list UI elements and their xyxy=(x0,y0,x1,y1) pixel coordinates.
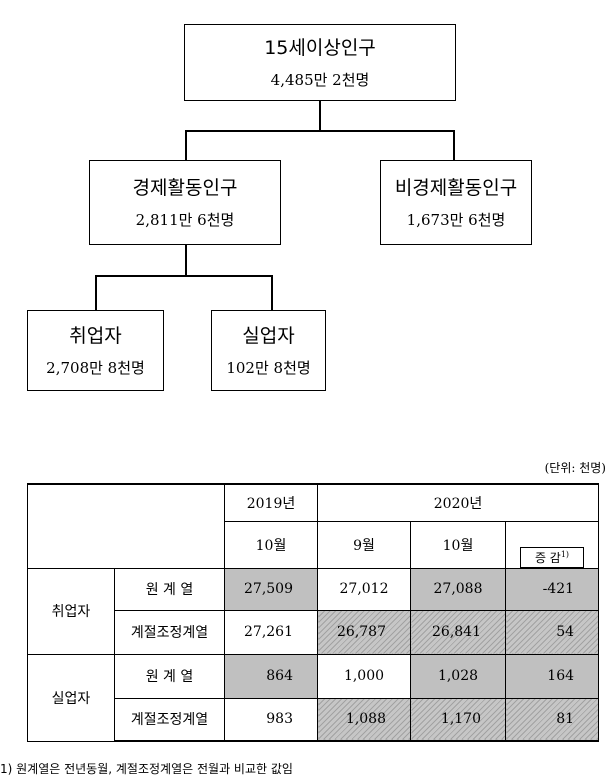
non-active-title: 비경제활동인구 xyxy=(394,176,518,199)
group-label-employed: 취업자 xyxy=(27,567,115,655)
connector-line xyxy=(95,275,272,277)
value-cell: 27,012 xyxy=(317,567,411,611)
header-oct-2020: 10월 xyxy=(410,520,506,569)
value-cell: 1,000 xyxy=(317,653,411,699)
value-cell: 26,787 xyxy=(317,609,411,655)
row-label: 원 계 열 xyxy=(114,653,225,699)
header-year-2019: 2019년 xyxy=(224,483,318,522)
table-corner-cell xyxy=(27,483,225,569)
header-change: 증 감1) xyxy=(519,546,585,568)
connector-line xyxy=(185,245,187,276)
employed-title: 취업자 xyxy=(69,324,122,347)
root-title: 15세이상인구 xyxy=(264,36,376,59)
group-label-unemployed: 실업자 xyxy=(27,653,115,742)
row-label: 계절조정계열 xyxy=(114,609,225,655)
value-cell: 26,841 xyxy=(410,609,506,655)
employed-box: 취업자 2,708만 8천명 xyxy=(27,310,164,391)
econ-active-box: 경제활동인구 2,811만 6천명 xyxy=(89,160,281,245)
value-cell: 1,028 xyxy=(410,653,506,699)
unit-label: (단위: 천명) xyxy=(544,461,606,475)
header-change-cell: 증 감1) xyxy=(504,520,600,569)
connector-line xyxy=(185,130,187,160)
value-cell: -421 xyxy=(504,567,600,611)
connector-line xyxy=(319,101,321,131)
value-cell: 1,170 xyxy=(410,697,506,742)
value-cell: 164 xyxy=(504,653,600,699)
econ-active-title: 경제활동인구 xyxy=(132,176,238,199)
employed-value: 2,708만 8천명 xyxy=(46,358,145,377)
value-cell: 1,088 xyxy=(317,697,411,742)
footnote: 1) 원계열은 전년동월, 계절조정계열은 전월과 비교한 값임 xyxy=(0,762,293,776)
connector-line xyxy=(453,130,455,160)
header-change-label: 증 감 xyxy=(534,550,561,565)
value-cell: 27,509 xyxy=(224,567,318,611)
value-cell: 54 xyxy=(504,609,600,655)
root-population-box: 15세이상인구 4,485만 2천명 xyxy=(184,24,456,101)
value-cell: 983 xyxy=(224,697,318,742)
unemployed-title: 실업자 xyxy=(242,324,295,347)
connector-line xyxy=(95,275,97,310)
header-oct-2019: 10월 xyxy=(224,520,318,569)
row-label: 원 계 열 xyxy=(114,567,225,611)
header-change-note: 1) xyxy=(560,549,570,559)
unemployed-value: 102만 8천명 xyxy=(226,358,311,377)
value-cell: 81 xyxy=(504,697,600,742)
connector-line xyxy=(185,130,454,132)
statistics-table: 2019년 2020년 10월 9월 10월 증 감1) 취업자 원 계 열 2… xyxy=(27,483,600,742)
connector-line xyxy=(271,275,273,310)
header-sep-2020: 9월 xyxy=(317,520,411,569)
row-label: 계절조정계열 xyxy=(114,697,225,742)
header-year-2020: 2020년 xyxy=(316,483,600,522)
value-cell: 27,088 xyxy=(410,567,506,611)
econ-active-value: 2,811만 6천명 xyxy=(135,210,235,229)
value-cell: 27,261 xyxy=(224,609,318,655)
root-value: 4,485만 2천명 xyxy=(270,70,370,89)
unemployed-box: 실업자 102만 8천명 xyxy=(211,310,326,391)
non-active-value: 1,673만 6천명 xyxy=(406,210,506,229)
value-cell: 864 xyxy=(224,653,318,699)
non-active-box: 비경제활동인구 1,673만 6천명 xyxy=(380,160,532,245)
